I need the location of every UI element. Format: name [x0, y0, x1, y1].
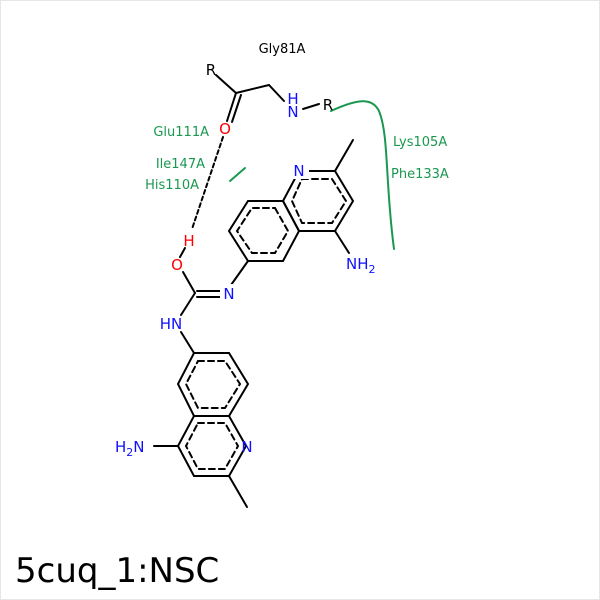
lower-benzene-ring: [176, 352, 250, 417]
bond-ch2-n: [268, 84, 285, 102]
hydrophobic-contact-short: [229, 167, 246, 182]
structure-title: 5cuq_1:NSC: [15, 551, 220, 591]
bond-c-ch2: [235, 84, 270, 94]
lower-benzene-aromatic: [184, 360, 242, 409]
atom-o-hydroxyl: O: [171, 256, 183, 274]
bond-c-o: [182, 271, 196, 294]
bond-r-c: [215, 74, 237, 94]
atom-r2: R: [323, 96, 333, 114]
residue-label-gly81a: Gly81A: [259, 42, 306, 57]
lower-pyridine-aromatic: [184, 422, 240, 470]
bond-c-nh: [180, 292, 196, 316]
bond-methyl-upper: [334, 139, 354, 172]
bond-c-o-2: [231, 94, 242, 123]
hydrophobic-contact-curve: [330, 100, 395, 250]
bond-nh-c6: [180, 331, 195, 354]
hydrogen-bond: [191, 136, 224, 230]
lower-pyridine-ring: [176, 415, 248, 477]
atom-hn: HN: [160, 315, 183, 333]
residue-label-glu111a: Glu111A: [153, 125, 209, 140]
atom-o-backbone: O: [219, 120, 231, 138]
upper-benzene-aromatic: [235, 207, 290, 254]
bond-o-h: [179, 247, 186, 258]
bond-c4-nh2: [334, 230, 350, 254]
upper-pyridine-aromatic: [290, 178, 348, 224]
atom-r1: R: [206, 61, 216, 79]
residue-label-phe133a: Phe133A: [391, 167, 449, 182]
bond-c-o-1: [226, 92, 237, 122]
bond-n-r: [302, 103, 320, 110]
residue-label-his110a: His110A: [145, 178, 199, 193]
bond-methyl-lower: [228, 475, 248, 508]
atom-h-backbone: H: [287, 90, 298, 108]
bond-c6-n: [230, 260, 249, 286]
atom-n-lower-ring: N: [241, 438, 252, 456]
atom-n-imine: N: [223, 285, 234, 303]
atom-h-hydroxyl: H: [183, 232, 194, 250]
atom-n-upper-ring: N: [293, 162, 304, 180]
atom-nh2-upper: NH2: [346, 255, 376, 276]
residue-label-lys105a: Lys105A: [393, 135, 447, 150]
atom-h2n-lower: H2N: [115, 438, 145, 459]
atom-n-backbone: N: [287, 103, 298, 121]
residue-label-ile147a: Ile147A: [156, 157, 205, 172]
